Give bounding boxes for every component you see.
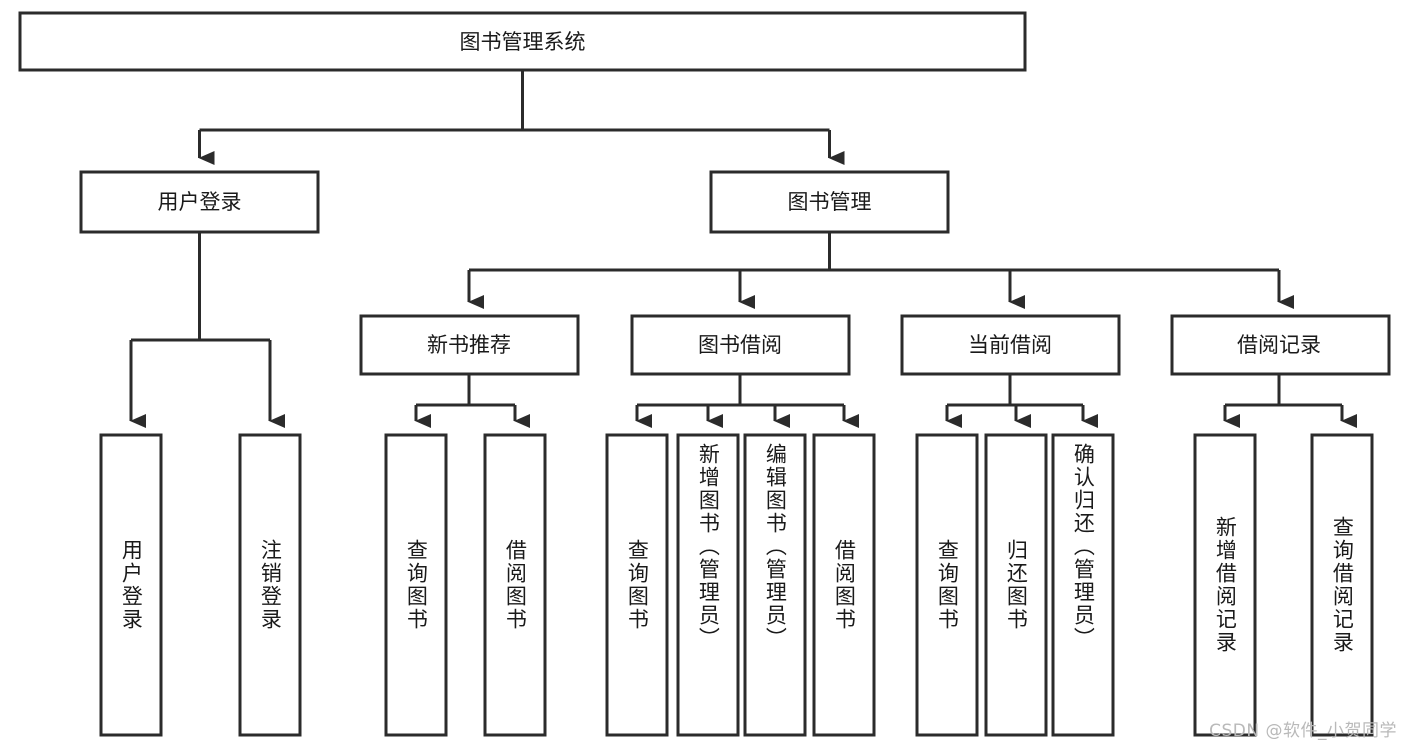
node-current-borrow[interactable]: 当前借阅 [900,314,1121,376]
leaf-boxes-layer [99,433,1374,737]
leaf-box-query-book-borrow[interactable] [605,433,669,737]
leaf-box-query-borrow-record[interactable] [1310,433,1374,737]
node-new-book-recommend-label: 新书推荐 [427,333,511,357]
leaf-box-borrow-book-newbook[interactable] [483,433,547,737]
node-root-box[interactable] [18,11,1027,72]
node-book-management-box[interactable] [709,170,950,234]
node-new-book-recommend[interactable]: 新书推荐 [359,314,580,376]
connector-layer [129,70,1357,428]
leaf-box-user-login[interactable] [99,433,163,737]
node-user-login[interactable]: 用户登录 [79,170,320,234]
node-borrow-records-label: 借阅记录 [1237,333,1321,357]
csdn-watermark: CSDN @软件_小贺同学 [1209,721,1397,741]
leaf-box-return-book[interactable] [984,433,1048,737]
node-current-borrow-box[interactable] [900,314,1121,376]
node-current-borrow-label: 当前借阅 [968,333,1052,357]
node-root[interactable]: 图书管理系统 [18,11,1027,72]
node-borrow-records-box[interactable] [1170,314,1391,376]
node-root-label: 图书管理系统 [460,30,586,54]
leaf-box-query-book-current[interactable] [915,433,979,737]
node-borrow-records[interactable]: 借阅记录 [1170,314,1391,376]
leaf-box-add-book-admin[interactable] [676,433,740,737]
node-book-borrow-box[interactable] [630,314,851,376]
node-user-login-box[interactable] [79,170,320,234]
node-user-login-label: 用户登录 [158,190,242,214]
leaf-box-borrow-book[interactable] [812,433,876,737]
node-book-borrow-label: 图书借阅 [698,333,782,357]
node-book-borrow[interactable]: 图书借阅 [630,314,851,376]
node-book-management[interactable]: 图书管理 [709,170,950,234]
node-book-management-label: 图书管理 [788,190,872,214]
leaf-box-edit-book-admin[interactable] [743,433,807,737]
node-new-book-recommend-box[interactable] [359,314,580,376]
leaf-box-query-book-newbook[interactable] [384,433,448,737]
leaf-box-add-borrow-record[interactable] [1193,433,1257,737]
leaf-box-confirm-return-admin[interactable] [1051,433,1115,737]
leaf-box-logout[interactable] [238,433,302,737]
